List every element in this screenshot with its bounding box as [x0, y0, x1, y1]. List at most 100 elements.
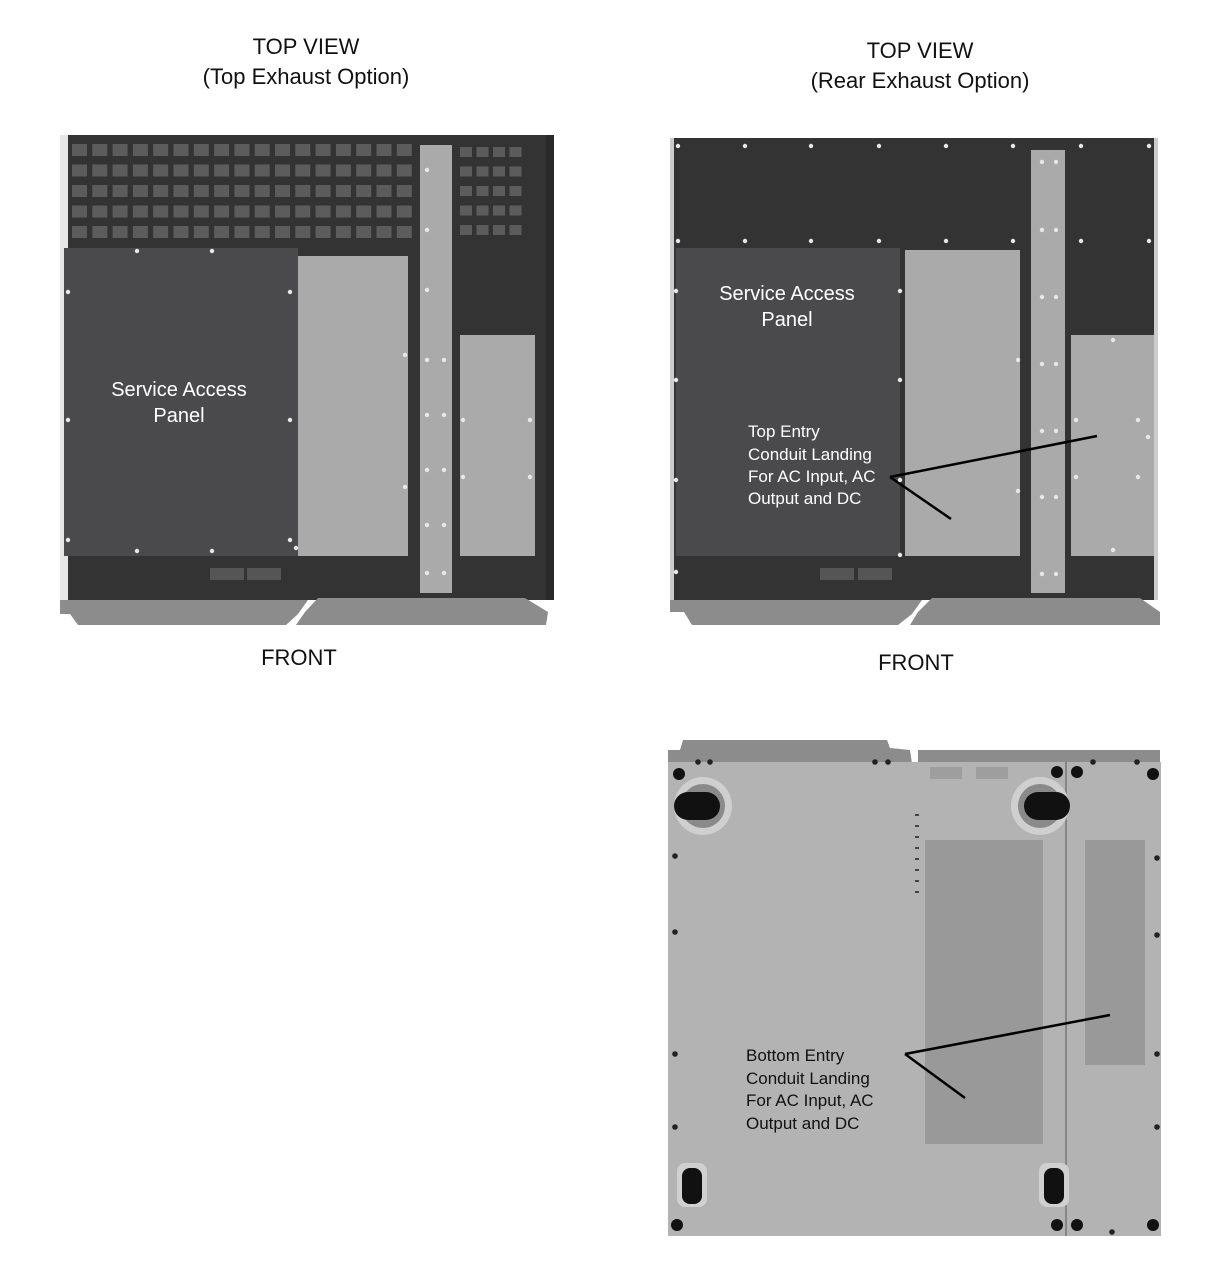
bolt — [441, 522, 447, 528]
light-panel-right-rear — [1071, 335, 1154, 556]
mount-hole — [673, 768, 685, 780]
bolt — [293, 545, 299, 551]
bolt — [808, 143, 814, 149]
bolt — [424, 167, 430, 173]
bolt — [460, 417, 466, 423]
vent-slot — [132, 226, 148, 238]
vent-slot — [92, 185, 108, 197]
bolt — [872, 759, 878, 765]
top-exhaust-title-line1: TOP VIEW — [252, 34, 360, 59]
vent-slot — [295, 226, 311, 238]
vent-slot — [254, 164, 270, 177]
bolt — [1053, 361, 1059, 367]
bolt — [1039, 361, 1045, 367]
vent-slot — [335, 205, 351, 218]
vent-slot — [173, 205, 189, 218]
top-entry-callout-line3: For AC Input, AC — [748, 467, 876, 486]
vent-slot — [295, 144, 311, 156]
bolt — [209, 548, 215, 554]
bolt — [897, 288, 903, 294]
vent-slot — [476, 205, 489, 216]
vent-slot — [356, 205, 372, 218]
vent-slot — [509, 166, 522, 177]
bolt — [1039, 294, 1045, 300]
top-entry-callout-line4: Output and DC — [748, 489, 861, 508]
bottom-entry-callout-line3: For AC Input, AC — [746, 1091, 874, 1110]
front-label-top-exhaust: FRONT — [261, 645, 337, 670]
center-rail-rear — [1031, 150, 1065, 593]
vent-slot — [295, 164, 311, 177]
bolt — [1146, 238, 1152, 244]
vent-slot — [173, 164, 189, 177]
bolt — [897, 477, 903, 483]
service-access-panel — [64, 248, 298, 556]
bolt — [1073, 474, 1079, 480]
bolt — [424, 467, 430, 473]
vent-slot — [234, 226, 250, 238]
vent-slot — [72, 164, 87, 177]
bolt — [1135, 417, 1141, 423]
bolt — [134, 548, 140, 554]
vent-slot — [92, 205, 108, 218]
vent-mark — [915, 847, 919, 849]
vent-slot — [396, 226, 412, 238]
vent-slot — [315, 226, 331, 238]
slot — [930, 767, 962, 779]
mount-hole — [1051, 1219, 1063, 1231]
vent-slot — [173, 144, 189, 156]
light-panel-right — [460, 335, 535, 556]
vent-slot — [234, 164, 250, 177]
bottom-conduit-area — [925, 840, 1043, 1144]
front-plate-left-rear — [670, 600, 922, 625]
light-panel-middle-rear — [905, 250, 1020, 556]
bolt — [424, 227, 430, 233]
bottom-entry-callout: Bottom Entry Conduit Landing For AC Inpu… — [746, 1046, 878, 1133]
mount-hole — [1071, 1219, 1083, 1231]
vent-slot — [254, 185, 270, 197]
vent-slot — [234, 144, 250, 156]
bolt — [672, 1124, 678, 1130]
bolt — [134, 248, 140, 254]
vent-mark — [915, 825, 919, 827]
bolt — [527, 474, 533, 480]
vent-slot — [72, 226, 87, 238]
vent-slot — [153, 205, 169, 218]
vent-slot — [396, 185, 412, 197]
vent-mark — [915, 880, 919, 882]
vent-slot — [476, 186, 489, 196]
bolt — [1010, 238, 1016, 244]
vent-slot — [396, 144, 412, 156]
vent-slot — [493, 205, 505, 216]
bolt — [876, 238, 882, 244]
bolt — [742, 143, 748, 149]
bolt — [707, 759, 713, 765]
bolt — [673, 477, 679, 483]
vent-slot — [275, 185, 290, 197]
bolt — [1154, 855, 1160, 861]
bolt — [441, 412, 447, 418]
vent-slot — [493, 147, 505, 157]
bolt — [672, 1051, 678, 1057]
vent-slot — [356, 164, 372, 177]
bolt — [65, 417, 71, 423]
vent-slot — [214, 185, 230, 197]
vent-slot — [193, 164, 209, 177]
center-rail — [420, 145, 452, 593]
vent-slot — [193, 205, 209, 218]
vent-slot — [315, 144, 331, 156]
rear-exhaust-right-edge — [1154, 138, 1158, 600]
bolt — [287, 289, 293, 295]
light-panel-middle — [298, 256, 408, 556]
bolt — [65, 289, 71, 295]
vent-slot — [356, 185, 372, 197]
vent-slot — [493, 225, 505, 235]
service-panel-label-line2: Panel — [153, 405, 204, 427]
top-exhaust-title-line2: (Top Exhaust Option) — [202, 64, 410, 89]
slot — [210, 568, 244, 580]
top-entry-callout: Top Entry Conduit Landing For AC Input, … — [748, 422, 880, 508]
vent-mark — [915, 814, 919, 816]
vent-slot — [132, 164, 148, 177]
vent-slot — [460, 166, 472, 177]
bolt — [424, 412, 430, 418]
bolt — [1053, 428, 1059, 434]
